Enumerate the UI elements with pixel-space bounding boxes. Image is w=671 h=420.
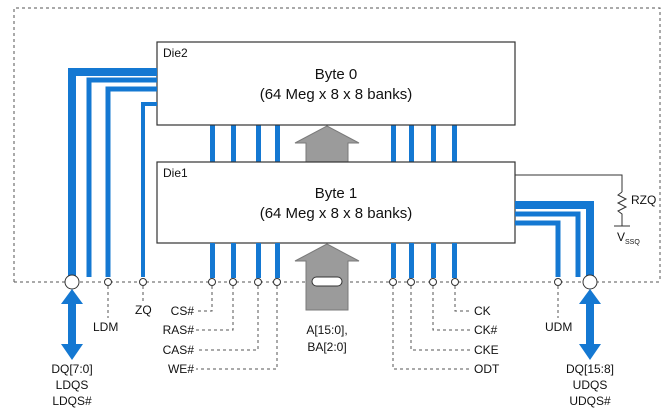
vssq-label: VSSQ	[617, 230, 640, 246]
we-pin	[273, 278, 281, 286]
die1-to-pins-bus	[210, 243, 457, 278]
dq-low-label-3: LDQS#	[52, 394, 92, 408]
ras-label: RAS#	[163, 323, 195, 337]
pin-leaders	[107, 286, 559, 370]
udm-label: UDM	[545, 320, 572, 334]
dq-high-label-2: UDQS	[573, 378, 608, 392]
inter-die-address-arrow	[294, 125, 360, 163]
udm-pin	[554, 278, 562, 286]
lower-dq-bus	[68, 68, 157, 277]
cs-label: CS#	[171, 304, 195, 318]
die1-byte: Byte 1	[315, 185, 358, 202]
die2-block: Die2 Byte 0 (64 Meg x 8 x 8 banks)	[156, 41, 516, 126]
die1-organization: (64 Meg x 8 x 8 banks)	[260, 205, 413, 222]
ldm-pin	[104, 278, 112, 286]
cs-pin	[208, 278, 216, 286]
odt-label: ODT	[474, 362, 500, 376]
die1-label: Die1	[163, 166, 188, 180]
dq-low-label-1: DQ[7:0]	[51, 362, 92, 376]
die2-byte: Byte 0	[315, 66, 358, 83]
dq-low-arrow	[61, 289, 83, 360]
ck-label: CK	[474, 304, 491, 318]
zq-resistor: RZQ VSSQ	[515, 174, 656, 246]
die2-organization: (64 Meg x 8 x 8 banks)	[260, 86, 413, 103]
address-label-line1: A[15:0],	[306, 323, 347, 337]
cke-label: CKE	[474, 343, 499, 357]
address-pin-oval	[311, 276, 343, 287]
cas-label: CAS#	[163, 343, 195, 357]
odt-pin	[389, 278, 397, 286]
inter-die-bus	[210, 125, 457, 163]
die2-label: Die2	[163, 46, 188, 60]
dq-low-label-2: LDQS	[56, 378, 89, 392]
zq-pin	[139, 278, 147, 286]
dq-high-label-3: UDQS#	[569, 394, 611, 408]
dq-high-arrow	[579, 289, 601, 360]
die1-block: Die1 Byte 1 (64 Meg x 8 x 8 banks)	[156, 161, 516, 244]
cke-pin	[407, 278, 415, 286]
cas-pin	[254, 278, 262, 286]
ck-pin	[451, 278, 459, 286]
ldm-label: LDM	[93, 320, 118, 334]
ras-pin	[229, 278, 237, 286]
ckn-label: CK#	[474, 323, 498, 337]
rzq-label: RZQ	[631, 193, 656, 207]
zq-label: ZQ	[135, 303, 152, 317]
package-pins	[64, 274, 598, 290]
dq-high-label-1: DQ[15:8]	[566, 362, 614, 376]
dq-low-pin	[64, 274, 80, 290]
we-label: WE#	[168, 362, 194, 376]
upper-dq-bus	[515, 201, 594, 277]
package-outline	[13, 7, 661, 282]
address-label-line2: BA[2:0]	[307, 340, 346, 354]
ckn-pin	[429, 278, 437, 286]
dq-high-pin	[582, 274, 598, 290]
